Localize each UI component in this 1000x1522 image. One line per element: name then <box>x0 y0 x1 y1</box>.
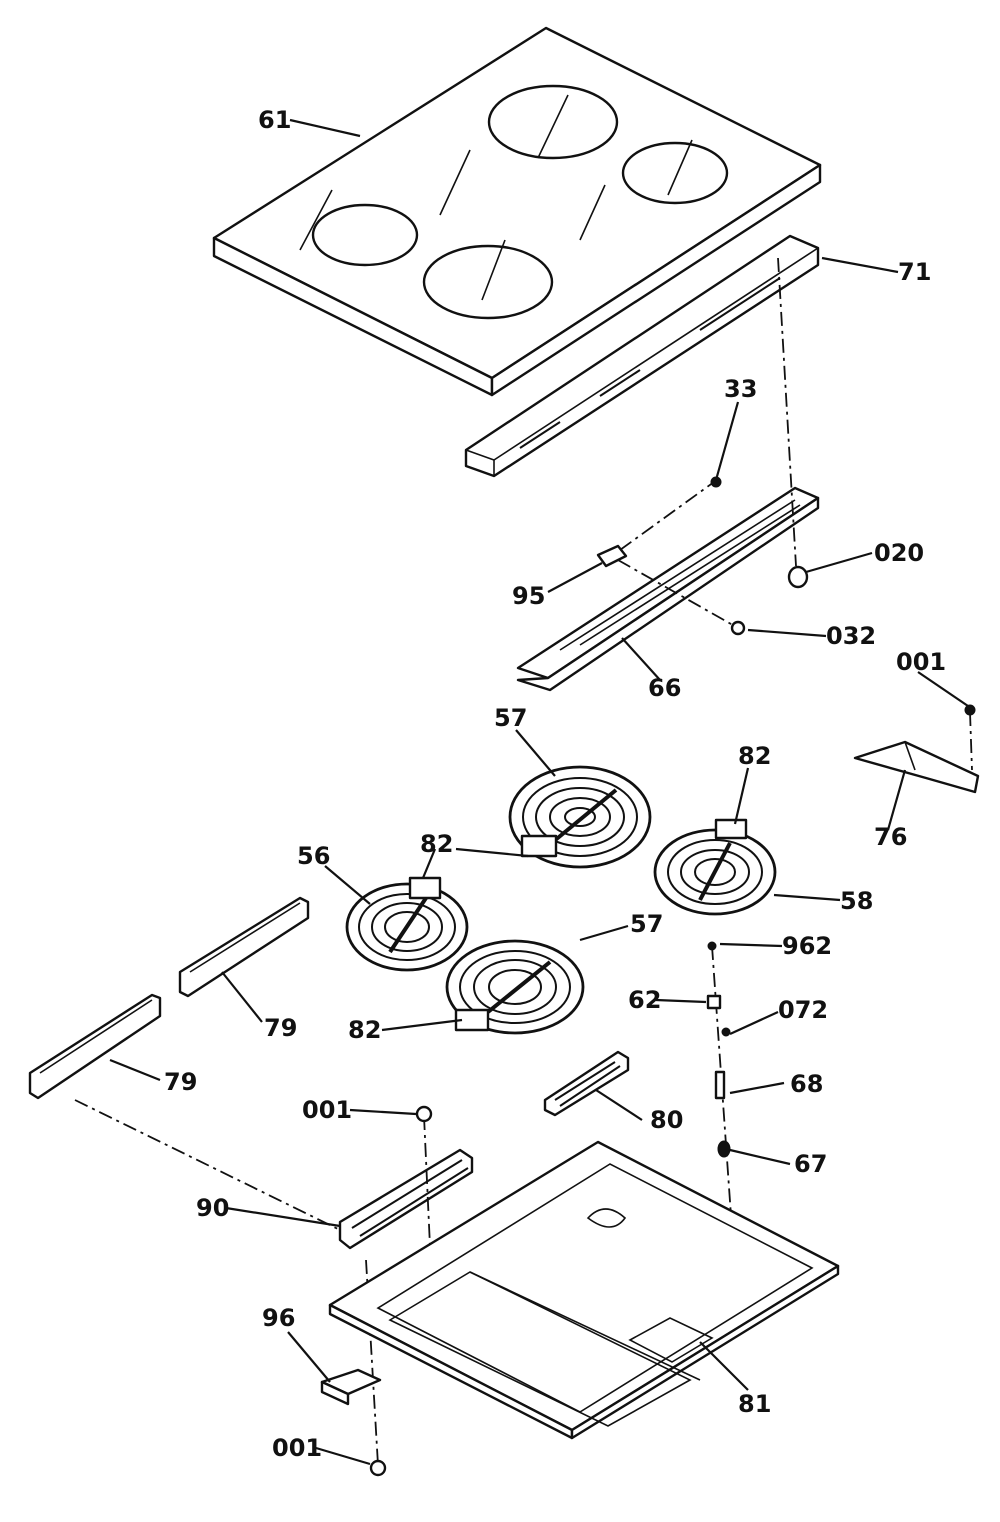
label-clip-62: 62 <box>628 986 661 1014</box>
screw-001-lower <box>369 1459 387 1477</box>
clip-96-part <box>320 1368 382 1406</box>
part-labels: 61 71 33 020 95 032 66 001 76 57 82 82 5… <box>164 106 946 1462</box>
label-strip-79-lower: 79 <box>164 1068 197 1096</box>
element-57-rear-part <box>508 765 652 869</box>
label-bracket-80: 80 <box>650 1106 683 1134</box>
label-terminal-82-lower: 82 <box>348 1016 381 1044</box>
label-washer-072: 072 <box>778 996 828 1024</box>
label-strip-79-upper: 79 <box>264 1014 297 1042</box>
label-bracket-90: 90 <box>196 1194 229 1222</box>
element-58-part <box>653 818 777 916</box>
element-57-front-part <box>445 939 585 1035</box>
burner-mark-front-right <box>621 141 729 205</box>
front-trim-part <box>464 234 820 478</box>
label-spacer-962: 962 <box>782 932 832 960</box>
label-element-57-rear: 57 <box>494 704 527 732</box>
label-screw-001-mid: 001 <box>302 1096 352 1124</box>
label-spacer-020: 020 <box>874 539 924 567</box>
label-element-58: 58 <box>840 887 873 915</box>
label-screw-001-upper: 001 <box>896 648 946 676</box>
bracket-76-part <box>853 704 980 794</box>
cooktop-glass-part <box>212 26 822 397</box>
label-bracket-95: 95 <box>512 582 545 610</box>
strip-79-lower-part <box>28 993 341 1231</box>
label-clip-96: 96 <box>262 1304 295 1332</box>
bottom-pan-part <box>328 1140 840 1440</box>
label-screw-33: 33 <box>724 375 757 403</box>
label-element-57-front: 57 <box>630 910 663 938</box>
label-bracket-76: 76 <box>874 823 907 851</box>
label-pan-81: 81 <box>738 1390 771 1418</box>
label-front-trim: 71 <box>898 258 931 286</box>
label-screw-001-lower: 001 <box>272 1434 322 1462</box>
element-56-part <box>345 876 469 972</box>
label-bar-68: 68 <box>790 1070 823 1098</box>
label-stud-67: 67 <box>794 1150 827 1178</box>
label-rail-66: 66 <box>648 674 681 702</box>
rail-assembly-part <box>516 257 820 692</box>
label-nut-032: 032 <box>826 622 876 650</box>
burner-mark-front-left <box>422 244 554 320</box>
label-cooktop-glass: 61 <box>258 106 291 134</box>
label-element-56: 56 <box>297 842 330 870</box>
burner-mark-rear-right <box>487 84 619 160</box>
burner-mark-rear-left <box>311 203 419 267</box>
strip-79-upper-part <box>178 896 310 998</box>
label-terminal-82-upper: 82 <box>420 830 453 858</box>
bracket-80-part <box>543 1050 630 1117</box>
label-terminal-82-right: 82 <box>738 742 771 770</box>
leader-lines <box>109 118 969 1466</box>
